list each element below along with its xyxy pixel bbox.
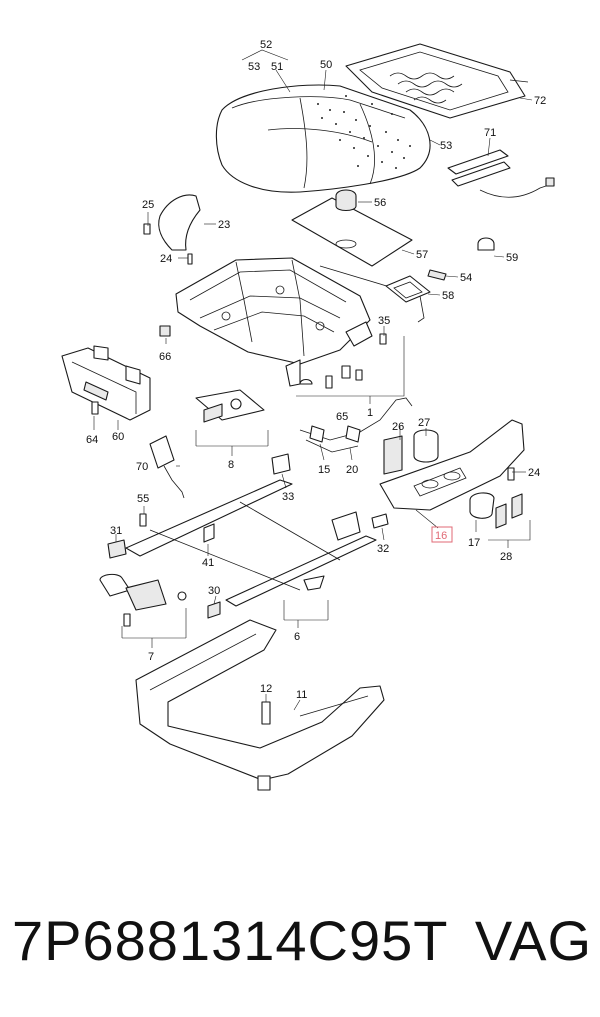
leader-lines bbox=[93, 49, 533, 711]
callout-1: 1 bbox=[367, 407, 373, 419]
small-parts-upper bbox=[319, 237, 495, 323]
control-modules bbox=[383, 429, 439, 475]
callout-24-upper: 24 bbox=[160, 253, 172, 265]
callout-54: 54 bbox=[460, 272, 472, 284]
wiring-harness bbox=[299, 397, 413, 453]
part-caption: 7P6881314C95T VAG bbox=[12, 905, 592, 975]
callout-12: 12 bbox=[260, 683, 272, 695]
callout-41: 41 bbox=[202, 557, 214, 569]
callout-50: 50 bbox=[320, 59, 332, 71]
callout-26: 26 bbox=[392, 421, 404, 433]
clip-30 bbox=[207, 601, 221, 619]
callout-64: 64 bbox=[86, 434, 98, 446]
callout-30: 30 bbox=[208, 585, 220, 597]
callout-57: 57 bbox=[416, 249, 428, 261]
callout-27: 27 bbox=[418, 417, 430, 429]
seat-pan bbox=[291, 189, 413, 267]
brand-name: VAG bbox=[474, 908, 592, 972]
callout-53-top: 53 bbox=[248, 61, 260, 73]
callout-20: 20 bbox=[346, 464, 358, 476]
callout-51: 51 bbox=[271, 61, 283, 73]
clip-32 bbox=[371, 513, 389, 529]
wiring-bracket bbox=[447, 149, 555, 198]
clip-41 bbox=[203, 523, 215, 543]
base-frame bbox=[135, 619, 385, 791]
switch-knobs bbox=[469, 492, 523, 529]
seat-frame bbox=[175, 257, 373, 387]
callout-56: 56 bbox=[374, 197, 386, 209]
callout-8: 8 bbox=[228, 459, 234, 471]
callout-6: 6 bbox=[294, 631, 300, 643]
seat-belt-buckle bbox=[149, 435, 185, 499]
callout-24-lower: 24 bbox=[528, 467, 540, 479]
screws bbox=[91, 223, 515, 725]
callout-35: 35 bbox=[378, 315, 390, 327]
callout-16-highlight: 16 bbox=[431, 526, 453, 543]
callout-31: 31 bbox=[110, 525, 122, 537]
side-trim-panel bbox=[379, 419, 525, 511]
callout-71: 71 bbox=[484, 127, 496, 139]
callout-32: 32 bbox=[377, 543, 389, 555]
callout-65: 65 bbox=[336, 411, 348, 423]
clip bbox=[159, 325, 171, 337]
callout-7: 7 bbox=[148, 651, 154, 663]
part-number: 7P6881314C95T bbox=[12, 908, 449, 972]
callout-15: 15 bbox=[318, 464, 330, 476]
callout-66: 66 bbox=[159, 351, 171, 363]
cushion-perforation bbox=[317, 95, 411, 169]
callout-23: 23 bbox=[218, 219, 230, 231]
height-adjuster bbox=[195, 389, 265, 423]
seat-exploded-diagram: 52 53 51 50 72 53 71 25 23 24 56 57 59 5… bbox=[61, 39, 555, 791]
callout-11: 11 bbox=[296, 689, 307, 701]
callout-60: 60 bbox=[112, 431, 124, 443]
callout-16: 16 bbox=[435, 530, 447, 542]
heating-mat bbox=[345, 43, 529, 119]
grommet-6 bbox=[303, 575, 325, 591]
callout-17: 17 bbox=[468, 537, 480, 549]
storage-drawer bbox=[61, 345, 151, 421]
callout-33: 33 bbox=[282, 491, 294, 503]
seat-rails bbox=[125, 479, 377, 607]
callout-53-side: 53 bbox=[440, 140, 452, 152]
callout-70: 70 bbox=[136, 461, 148, 473]
callouts: 52 53 51 50 72 53 71 25 23 24 56 57 59 5… bbox=[86, 39, 546, 701]
callout-52: 52 bbox=[260, 39, 272, 51]
callout-28: 28 bbox=[500, 551, 512, 563]
callout-72: 72 bbox=[534, 95, 546, 107]
seat-cushion bbox=[215, 84, 431, 193]
side-cover bbox=[158, 194, 201, 251]
callout-55: 55 bbox=[137, 493, 149, 505]
fore-aft-motor bbox=[99, 573, 187, 611]
callout-59: 59 bbox=[506, 252, 518, 264]
callout-58: 58 bbox=[442, 290, 454, 302]
clip-31 bbox=[107, 539, 127, 559]
callout-25: 25 bbox=[142, 199, 154, 211]
clip-33 bbox=[271, 453, 291, 475]
